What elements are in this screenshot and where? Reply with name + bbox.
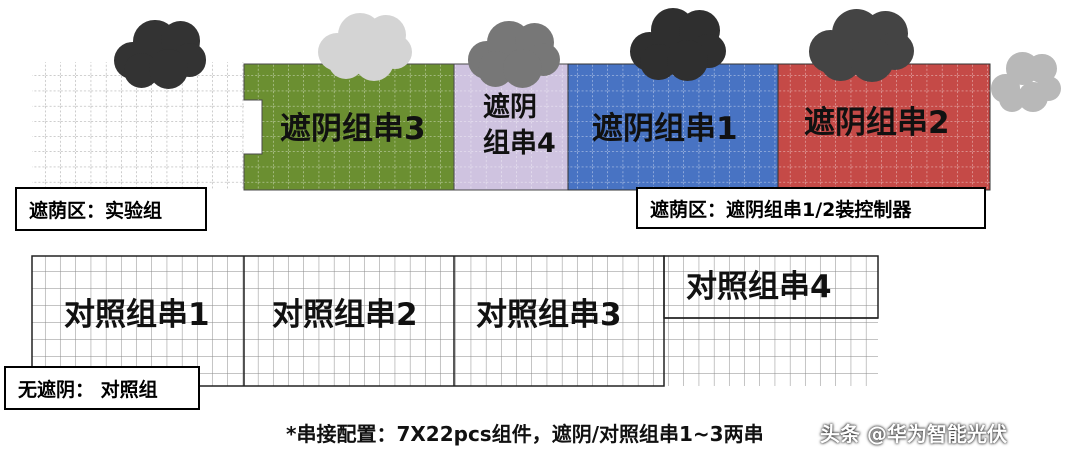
cloud-icon <box>458 14 560 88</box>
control-string-4-label: 对照组串4 <box>686 269 832 305</box>
cloud-icon <box>798 2 915 83</box>
footnote: *串接配置：7X22pcs组件，遮阴/对照组串1~3两串 <box>286 422 764 446</box>
cloud-icon <box>308 6 412 81</box>
control-string-1-label: 对照组串1 <box>64 297 210 333</box>
shaded-string-2-label: 遮阴组串2 <box>804 105 950 141</box>
shaded-string-4-label-line1: 遮阴 <box>483 92 537 123</box>
control-string-3-label: 对照组串3 <box>476 297 622 333</box>
control-zone-label: 无遮阴： 对照组 <box>4 366 200 410</box>
cloud-icon <box>620 0 727 84</box>
cloud-icon <box>984 44 1061 124</box>
shaded-string-1-label: 遮阴组串1 <box>592 111 738 147</box>
shaded-string-4-panels <box>453 63 569 191</box>
cloud-icon <box>104 12 206 90</box>
control-panels <box>31 255 879 387</box>
shaded-string-4-label-line2: 组串4 <box>483 128 556 159</box>
controller-zone-label: 遮荫区：遮阴组串1/2装控制器 <box>636 187 986 229</box>
shaded-string-1-panels <box>567 63 779 191</box>
control-string-2-label: 对照组串2 <box>272 297 418 333</box>
shaded-string-3-panels <box>243 63 455 191</box>
shaded-string-3-label: 遮阴组串3 <box>280 111 426 147</box>
watermark: 头条 @华为智能光伏 <box>820 422 1007 446</box>
experiment-zone-label: 遮荫区：实验组 <box>15 187 207 231</box>
